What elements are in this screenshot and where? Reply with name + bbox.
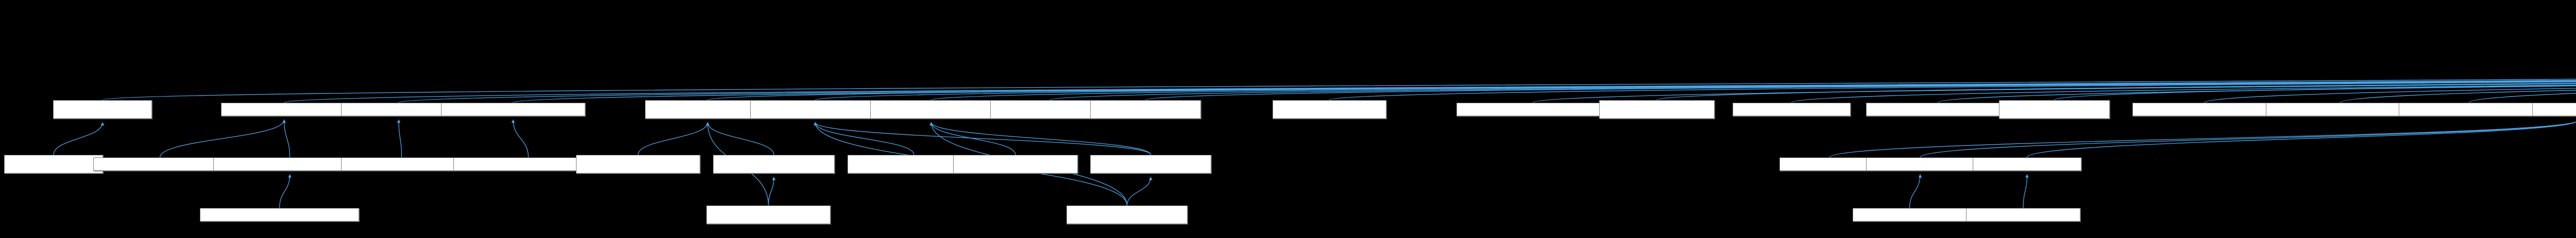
- graph-edge: [706, 122, 774, 155]
- graph-edge: [1829, 121, 2576, 158]
- graph-node[interactable]: [200, 208, 359, 221]
- graph-edge: [815, 80, 2576, 101]
- graph-edge: [707, 80, 2576, 101]
- graph-node[interactable]: [953, 155, 1078, 173]
- graph-edge: [929, 122, 1151, 155]
- graph-node[interactable]: [1853, 208, 1967, 221]
- graph-edge: [929, 122, 1016, 155]
- graph-node[interactable]: [1066, 205, 1188, 224]
- graph-edge: [2468, 93, 2576, 103]
- graph-node[interactable]: [1866, 157, 1974, 171]
- graph-edge: [1937, 85, 2576, 103]
- graph-edge: [930, 80, 2576, 101]
- graph-node[interactable]: [221, 103, 347, 116]
- graph-node[interactable]: [2532, 103, 2576, 116]
- graph-node[interactable]: [93, 157, 227, 171]
- graph-node[interactable]: [1090, 100, 1201, 119]
- graph-edge: [511, 119, 529, 158]
- graph-edge: [53, 122, 105, 155]
- graph-node[interactable]: [706, 205, 831, 224]
- graph-node[interactable]: [1599, 100, 1715, 119]
- graph-node[interactable]: [1273, 100, 1386, 119]
- graph-node[interactable]: [441, 103, 585, 116]
- graph-edge: [1920, 121, 2576, 158]
- graph-node[interactable]: [1866, 103, 2010, 116]
- graph-edge: [513, 80, 2576, 103]
- graph-edge: [2023, 174, 2029, 209]
- graph-node[interactable]: [1999, 100, 2110, 119]
- graph-edge: [102, 78, 2576, 101]
- graph-edge: [1145, 81, 2576, 101]
- graph-edge: [637, 122, 709, 155]
- graph-node[interactable]: [576, 155, 700, 173]
- graph-node[interactable]: [341, 103, 456, 116]
- graph-edge: [159, 119, 286, 158]
- graph-edge: [814, 122, 914, 155]
- graph-edge: [1049, 81, 2576, 101]
- graph-edge: [279, 174, 292, 209]
- graph-edge: [2204, 88, 2576, 103]
- graph-node[interactable]: [4, 155, 103, 173]
- graph-edge: [814, 122, 1151, 155]
- graph-node[interactable]: [1780, 157, 1880, 171]
- graph-edge: [1791, 85, 2576, 103]
- graph-node[interactable]: [1090, 155, 1211, 173]
- graph-edge: [282, 119, 291, 158]
- graph-node[interactable]: [2132, 103, 2277, 116]
- graph-edge: [1329, 81, 2576, 101]
- graph-node[interactable]: [2399, 103, 2539, 116]
- graph-edge: [2026, 121, 2576, 158]
- graph-edge: [1532, 83, 2576, 103]
- graph-node[interactable]: [213, 157, 366, 171]
- graph-node[interactable]: [713, 155, 835, 173]
- graph-node[interactable]: [53, 100, 152, 119]
- graph-node[interactable]: [2266, 103, 2415, 116]
- graph-edge: [1909, 174, 1922, 209]
- graph-node[interactable]: [645, 100, 770, 119]
- graph-node[interactable]: [1733, 103, 1851, 116]
- graph-edge: [768, 177, 776, 206]
- graph-edge: [2054, 85, 2576, 101]
- graph-edge: [1126, 177, 1153, 206]
- graph-node[interactable]: [341, 157, 462, 171]
- graph-node[interactable]: [870, 100, 992, 119]
- graph-node[interactable]: [750, 100, 880, 119]
- graph-node[interactable]: [1973, 157, 2081, 171]
- graph-node[interactable]: [1456, 103, 1609, 116]
- graph-edge: [2340, 90, 2576, 103]
- graph-node[interactable]: [1966, 208, 2080, 221]
- graph-edge: [1656, 83, 2576, 101]
- graph-edge: [397, 119, 402, 158]
